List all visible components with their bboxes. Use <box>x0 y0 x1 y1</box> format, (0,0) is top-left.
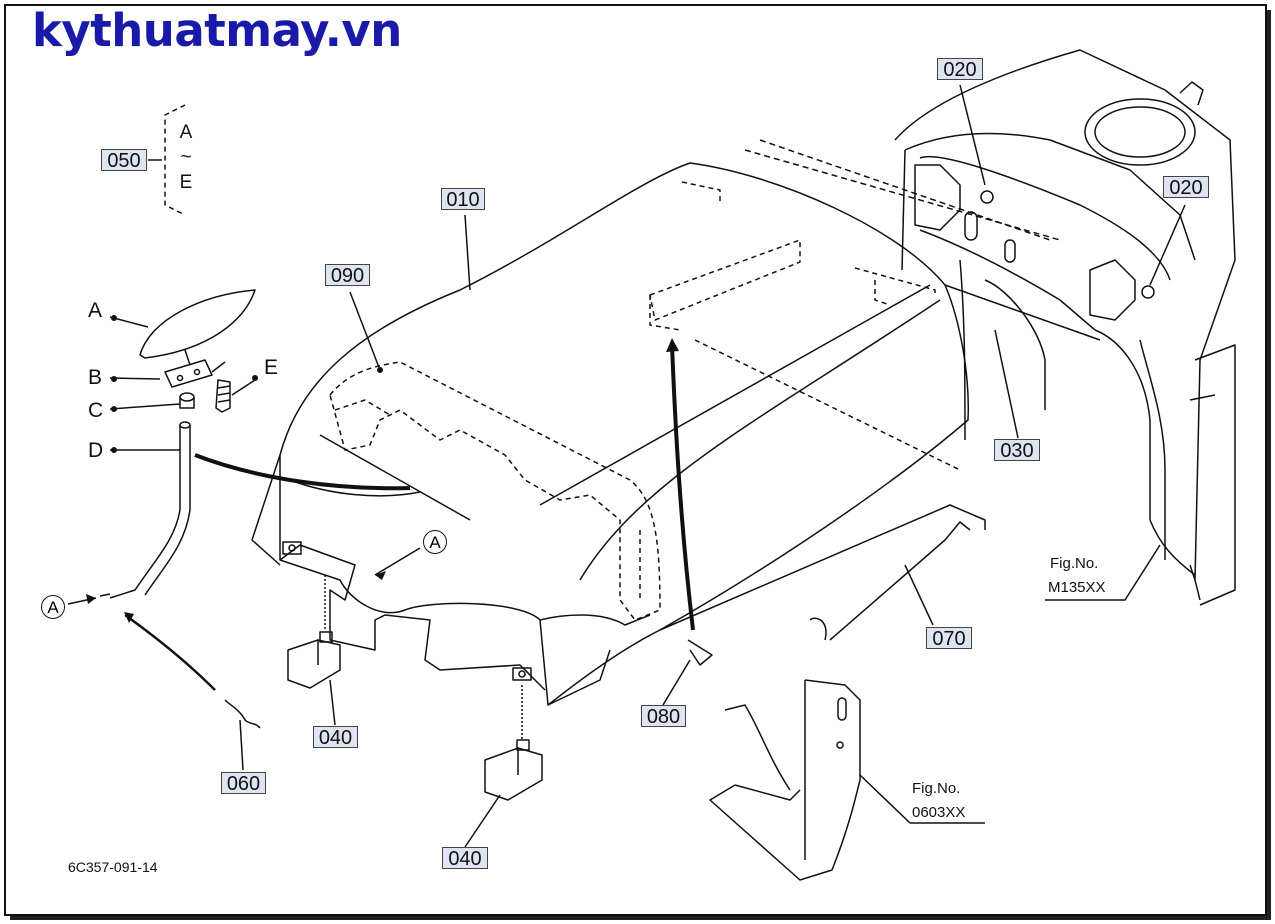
rubber-block-lower-drawing <box>484 739 543 801</box>
hood-drawing <box>251 162 970 706</box>
detail-label-c: C <box>88 399 104 422</box>
leader-dots <box>86 315 679 623</box>
part-callout-010[interactable]: 010 <box>441 188 485 211</box>
detail-label-d: D <box>88 439 104 462</box>
part-callout-070[interactable]: 070 <box>926 627 972 650</box>
drawing-code: 6C357-091-14 <box>68 859 158 875</box>
fig-ref-1-title: Fig.No. <box>1050 555 1099 572</box>
lever-assembly-drawing <box>99 289 411 729</box>
detail-label-b: B <box>88 366 103 389</box>
fig-ref-2-number[interactable]: 0603XX <box>912 804 966 821</box>
reference-circle-a-center[interactable]: A <box>423 530 447 554</box>
frame-shadow-bottom <box>10 916 1271 920</box>
part-callout-050[interactable]: 050 <box>101 149 147 172</box>
range-separator: ~ <box>180 147 192 168</box>
fig-ref-1-number[interactable]: M135XX <box>1048 579 1106 596</box>
detail-label-a: A <box>88 299 103 322</box>
frame-shadow-right <box>1267 10 1271 920</box>
part-callout-020-right[interactable]: 020 <box>1163 176 1209 199</box>
bottom-bracket-drawing <box>709 679 861 881</box>
range-to: E <box>179 172 193 193</box>
part-callout-040-upper[interactable]: 040 <box>313 726 358 749</box>
reference-circle-a-left[interactable]: A <box>41 595 65 619</box>
inner-panel-090-drawing <box>329 181 961 621</box>
brand-logo: kythuatmay.vn <box>32 4 402 57</box>
fig-ref-2-title: Fig.No. <box>912 780 961 797</box>
part-callout-090[interactable]: 090 <box>325 264 370 287</box>
part-callout-060[interactable]: 060 <box>221 772 266 795</box>
part-callout-030[interactable]: 030 <box>994 439 1040 462</box>
part-callout-040-lower[interactable]: 040 <box>442 847 488 870</box>
rubber-block-upper-drawing <box>287 631 341 689</box>
detail-label-e: E <box>264 356 279 379</box>
drawing-frame <box>4 4 1267 916</box>
part-callout-020-left[interactable]: 020 <box>937 58 983 81</box>
range-from: A <box>179 122 193 143</box>
hood-outline-dashed <box>744 139 1061 241</box>
part-callout-080[interactable]: 080 <box>641 705 686 728</box>
